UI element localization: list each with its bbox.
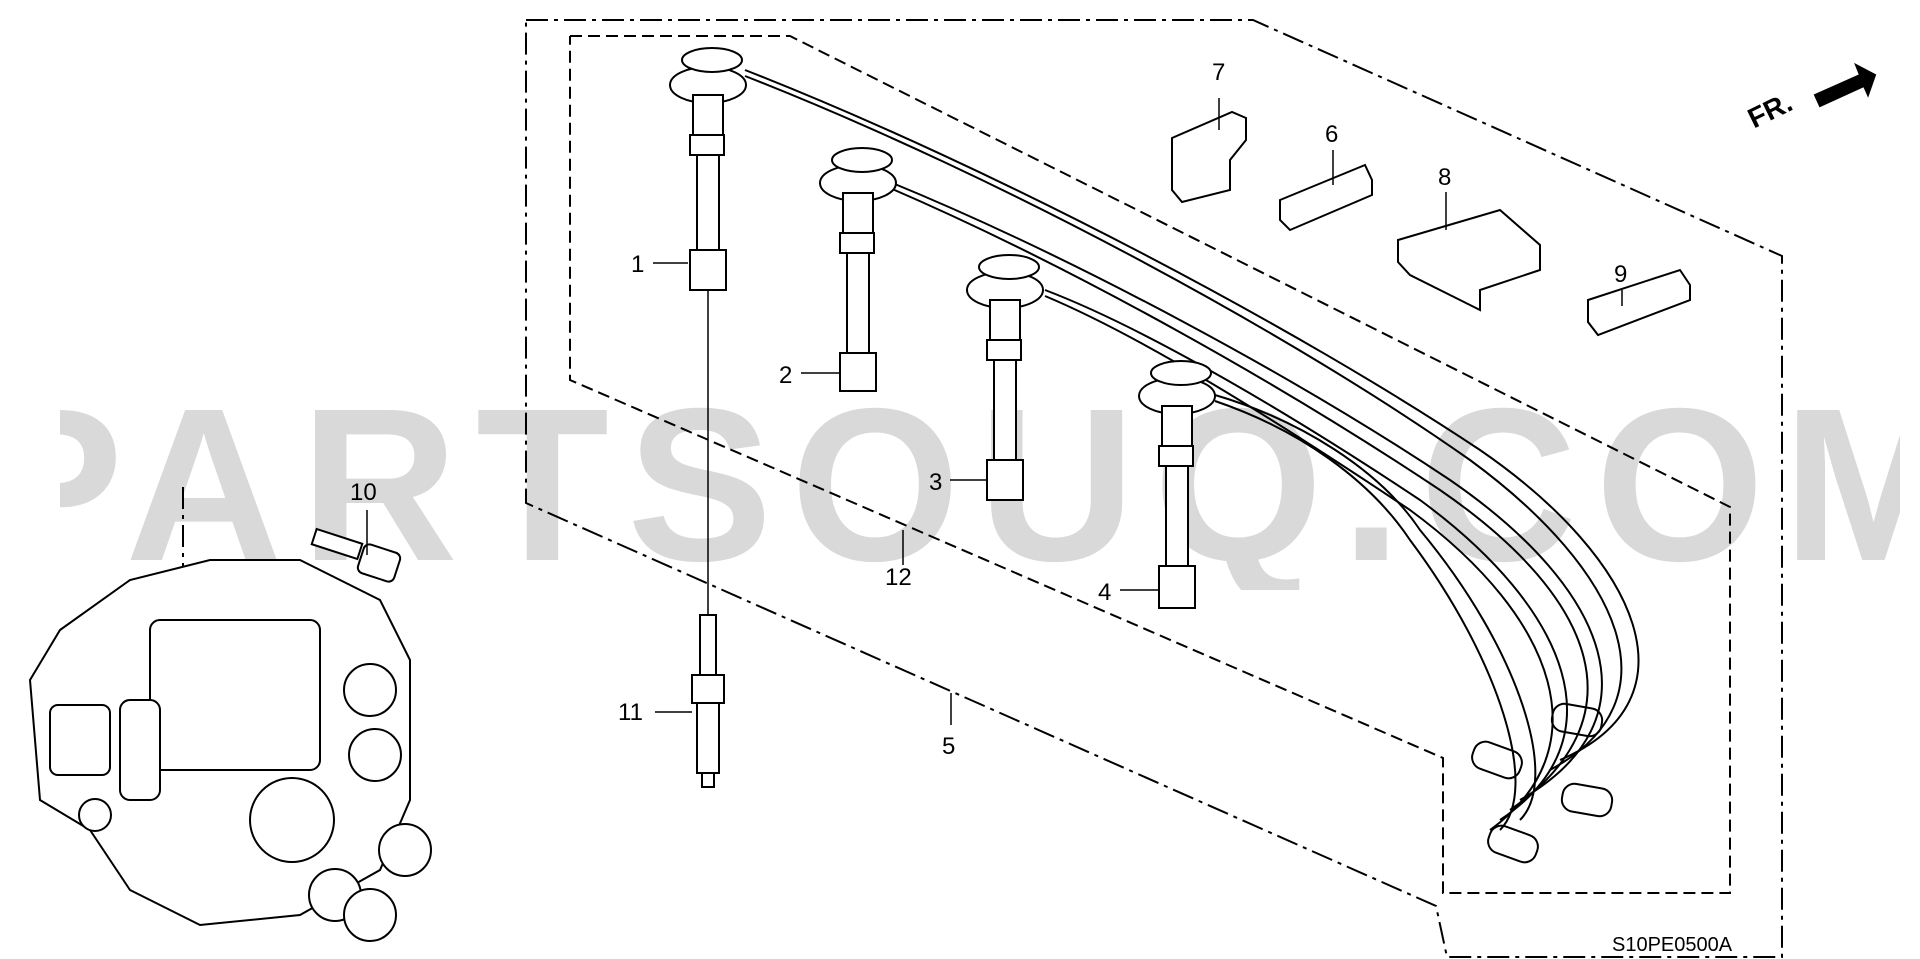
callout-8: 8 — [1438, 164, 1451, 191]
callout-9: 9 — [1614, 261, 1627, 288]
callout-4: 4 — [1098, 579, 1111, 606]
callout-leaders — [366, 98, 1623, 725]
callout-3: 3 — [929, 469, 942, 496]
callout-7: 7 — [1212, 59, 1225, 86]
bolt — [310, 527, 402, 583]
holder-6 — [1279, 163, 1373, 232]
holder-8 — [1397, 208, 1541, 312]
wire-set-frame — [525, 19, 1783, 958]
callout-6: 6 — [1325, 121, 1338, 148]
plug-cap-2 — [819, 147, 897, 392]
distributor — [28, 559, 432, 942]
callout-12: 12 — [885, 564, 912, 591]
spark-plug — [691, 290, 725, 788]
diagram-code: S10PE0500A — [1612, 934, 1733, 956]
callout-11: 11 — [618, 699, 643, 726]
wire-terminals — [1471, 702, 1614, 864]
holder-7 — [1171, 110, 1247, 204]
callout-1: 1 — [631, 251, 644, 278]
ignition-wires — [744, 69, 1640, 831]
callout-5: 5 — [942, 733, 955, 760]
plug-cap-4 — [1138, 360, 1216, 609]
front-arrow-icon — [1813, 62, 1877, 108]
plug-cap-1 — [669, 47, 747, 291]
plug-cap-3 — [966, 254, 1044, 501]
inner-wire-frame — [569, 35, 1731, 894]
holder-9 — [1587, 268, 1691, 337]
callout-2: 2 — [779, 362, 792, 389]
callout-10: 10 — [350, 479, 377, 506]
